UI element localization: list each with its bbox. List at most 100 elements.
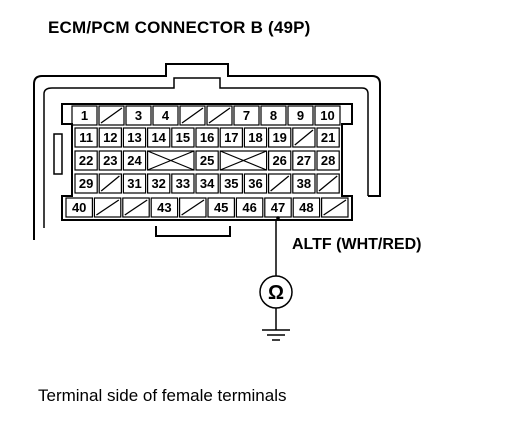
terminal-cell — [206, 105, 233, 126]
unused-terminal-slash — [181, 199, 205, 216]
connector-bottom-tab — [155, 226, 231, 237]
terminal-cell — [147, 127, 171, 148]
terminal-cell — [260, 105, 287, 126]
terminal-cell — [268, 150, 292, 171]
terminal-cell — [268, 127, 292, 148]
terminal-number: 13 — [127, 130, 141, 145]
terminal-number: 24 — [127, 153, 142, 168]
terminal-number: 25 — [200, 153, 214, 168]
terminal-cell — [287, 105, 314, 126]
connector-side-latch — [53, 133, 63, 175]
terminal-number: 45 — [214, 200, 228, 215]
terminal-cell — [219, 127, 243, 148]
terminal-cell — [235, 197, 264, 218]
terminal-cell — [122, 173, 147, 194]
terminal-number: 47 — [271, 200, 285, 215]
terminal-cell — [171, 127, 195, 148]
terminal-cell — [292, 127, 316, 148]
terminal-number: 38 — [297, 176, 311, 191]
connector-housing-outer — [33, 63, 381, 240]
terminal-number: 14 — [151, 130, 166, 145]
probe-point — [276, 216, 280, 220]
blocked-cross-line — [219, 150, 267, 171]
terminal-cell — [292, 197, 321, 218]
terminal-cell — [316, 173, 340, 194]
terminal-number: 31 — [127, 176, 141, 191]
terminal-number: 11 — [79, 130, 93, 145]
terminal-cell — [179, 105, 206, 126]
terminal-cell — [219, 173, 243, 194]
unused-terminal-slash — [96, 199, 120, 216]
terminal-number: 29 — [79, 176, 93, 191]
terminal-number: 7 — [243, 108, 250, 123]
terminal-number: 9 — [297, 108, 304, 123]
unused-terminal-slash — [100, 175, 120, 192]
terminal-number: 26 — [272, 153, 286, 168]
unused-terminal-slash — [270, 175, 290, 192]
terminal-cell — [152, 105, 179, 126]
terminal-number: 34 — [200, 176, 215, 191]
ohm-icon: Ω — [268, 282, 284, 304]
unused-terminal-slash — [208, 107, 231, 124]
terminal-cell — [98, 127, 122, 148]
terminal-number: 35 — [224, 176, 238, 191]
terminal-cell — [316, 127, 340, 148]
terminal-number: 33 — [176, 176, 190, 191]
terminal-number: 16 — [200, 130, 214, 145]
terminal-cell — [171, 173, 195, 194]
terminal-cell — [316, 150, 340, 171]
terminal-number: 1 — [81, 108, 88, 123]
unused-terminal-slash — [124, 199, 148, 216]
terminal-cell — [195, 150, 219, 171]
blocked-cross-line — [147, 150, 195, 171]
unused-terminal-slash — [294, 129, 314, 146]
terminal-number: 27 — [297, 153, 311, 168]
terminal-cell — [207, 197, 235, 218]
terminal-number: 28 — [321, 153, 335, 168]
terminal-cell — [122, 127, 147, 148]
unused-terminal-slash — [100, 107, 123, 124]
terminal-cell — [195, 127, 219, 148]
terminal-cell — [243, 173, 268, 194]
terminal-cell — [150, 197, 179, 218]
terminal-number: 19 — [272, 130, 286, 145]
terminal-number: 43 — [157, 200, 171, 215]
connector-housing-inner — [43, 77, 369, 228]
terminal-cell — [292, 173, 316, 194]
terminal-cell — [93, 197, 122, 218]
terminal-cell — [122, 150, 147, 171]
unused-terminal-slash — [318, 175, 338, 192]
blocked-cell — [219, 150, 268, 171]
blocked-cell — [147, 150, 195, 171]
terminal-number: 18 — [248, 130, 262, 145]
diagram-caption: Terminal side of female terminals — [38, 386, 287, 405]
terminal-number: 46 — [242, 200, 256, 215]
terminal-cell — [98, 173, 122, 194]
terminal-number: 12 — [103, 130, 117, 145]
terminal-number: 17 — [224, 130, 238, 145]
terminal-cell — [147, 173, 171, 194]
terminal-number: 3 — [135, 108, 142, 123]
terminal-number: 48 — [299, 200, 313, 215]
terminal-number: 10 — [320, 108, 334, 123]
terminal-number: 8 — [270, 108, 277, 123]
terminal-number: 40 — [72, 200, 86, 215]
terminal-number: 4 — [162, 108, 170, 123]
unused-terminal-slash — [181, 107, 204, 124]
terminal-cell — [98, 150, 122, 171]
terminal-cell — [74, 173, 98, 194]
terminal-cell — [268, 173, 292, 194]
terminal-cell — [292, 150, 316, 171]
terminal-cell — [74, 127, 98, 148]
terminal-number: 32 — [151, 176, 165, 191]
wire-label: ALTF (WHT/RED) — [292, 236, 421, 253]
unused-terminal-slash — [323, 199, 347, 216]
terminal-cell — [71, 105, 98, 126]
terminal-cell — [314, 105, 341, 126]
terminal-cell — [98, 105, 125, 126]
terminal-cell — [122, 197, 150, 218]
terminal-number: 36 — [248, 176, 262, 191]
terminal-cell — [243, 127, 268, 148]
